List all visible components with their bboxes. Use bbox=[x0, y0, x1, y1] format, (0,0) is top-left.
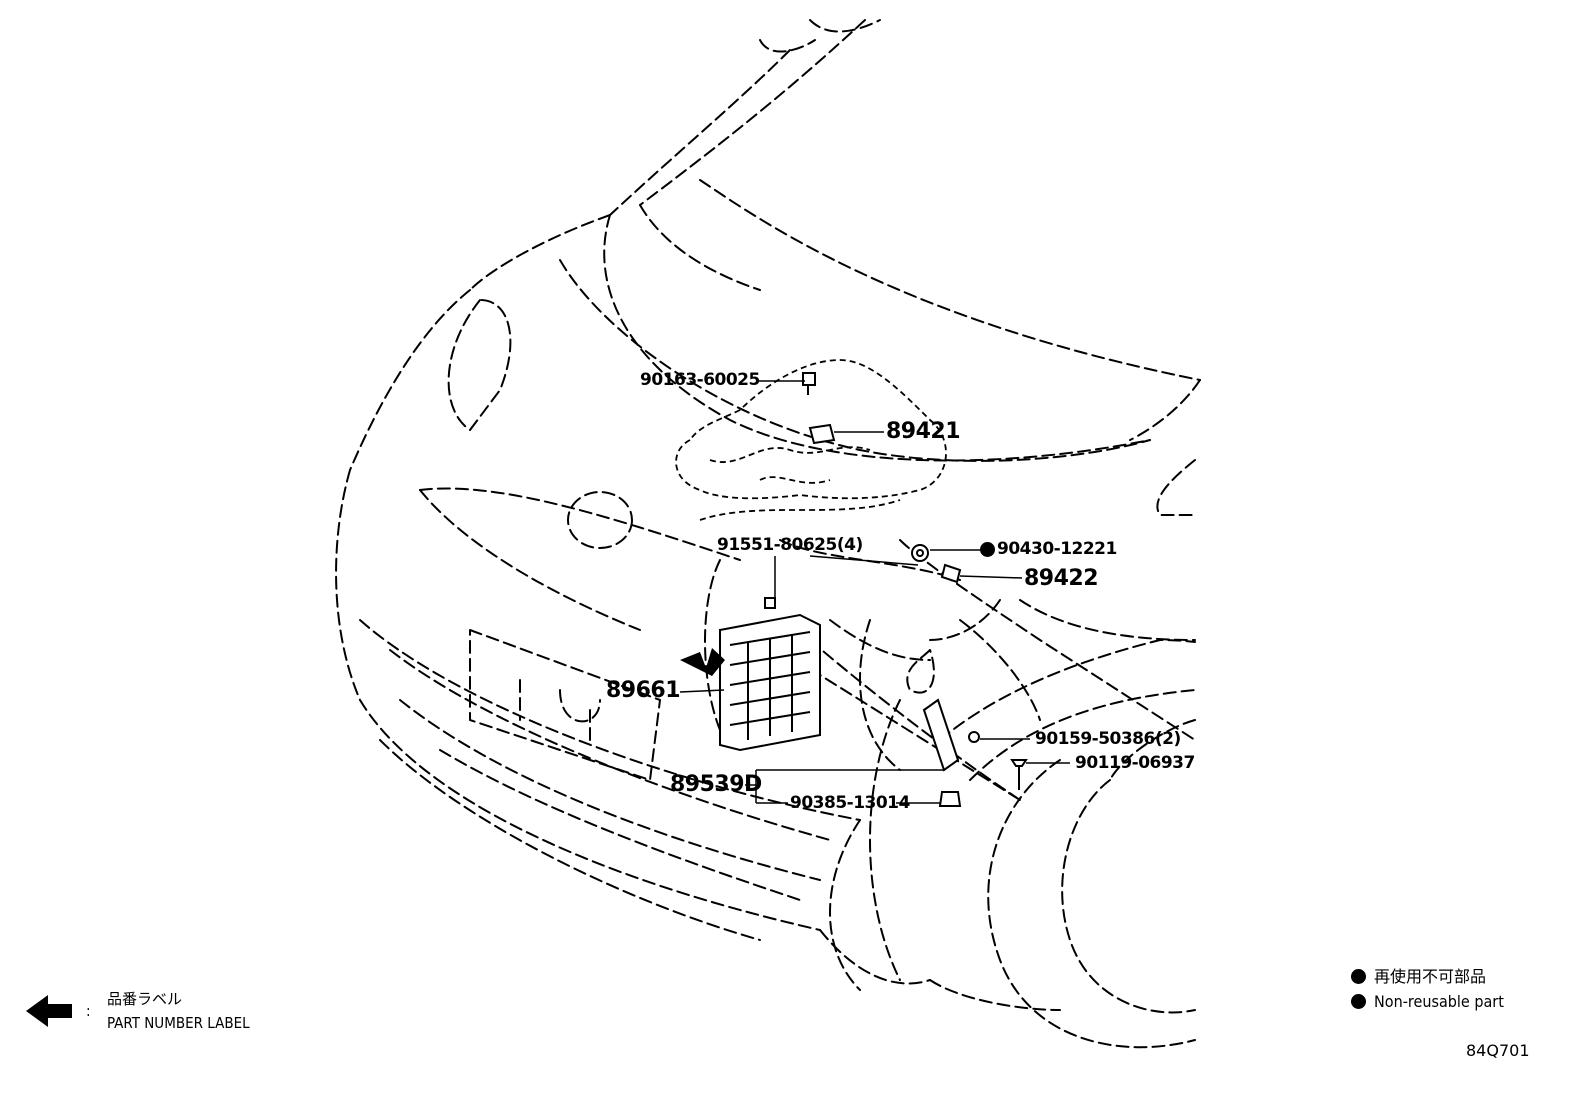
part-number-label-colon: : bbox=[86, 1002, 91, 1020]
legend-non-reusable-en: Non-reusable part bbox=[1351, 994, 1504, 1010]
legend-jp-text: 再使用不可部品 bbox=[1374, 967, 1487, 986]
part-number-label-arrow-icon bbox=[26, 995, 72, 1027]
part-label-89661: 89661 bbox=[606, 678, 681, 703]
non-reusable-dot-icon bbox=[1351, 994, 1366, 1009]
part-label-91551-80625: 91551-80625(4) bbox=[717, 535, 863, 555]
part-label-90163-60025: 90163-60025 bbox=[640, 370, 760, 390]
part-label-90119-06937: 90119-06937 bbox=[1075, 753, 1195, 773]
part-label-90430-12221: 90430-12221 bbox=[997, 539, 1117, 559]
diagram-code: 84Q701 bbox=[1466, 1041, 1530, 1060]
part-label-89539D: 89539D bbox=[670, 772, 762, 797]
part-number-label-jp: 品番ラベル bbox=[107, 990, 183, 1008]
part-label-90385-13014: 90385-13014 bbox=[790, 793, 910, 813]
part-number-label-en: PART NUMBER LABEL bbox=[107, 1014, 250, 1032]
non-reusable-marker bbox=[980, 542, 995, 557]
legend-non-reusable-jp: 再使用不可部品 bbox=[1351, 969, 1486, 985]
part-label-90159-50386: 90159-50386(2) bbox=[1035, 729, 1181, 749]
legend-en-text: Non-reusable part bbox=[1374, 992, 1504, 1011]
part-label-89422: 89422 bbox=[1024, 566, 1099, 591]
non-reusable-dot-icon bbox=[1351, 969, 1366, 984]
part-label-89421: 89421 bbox=[886, 419, 961, 444]
